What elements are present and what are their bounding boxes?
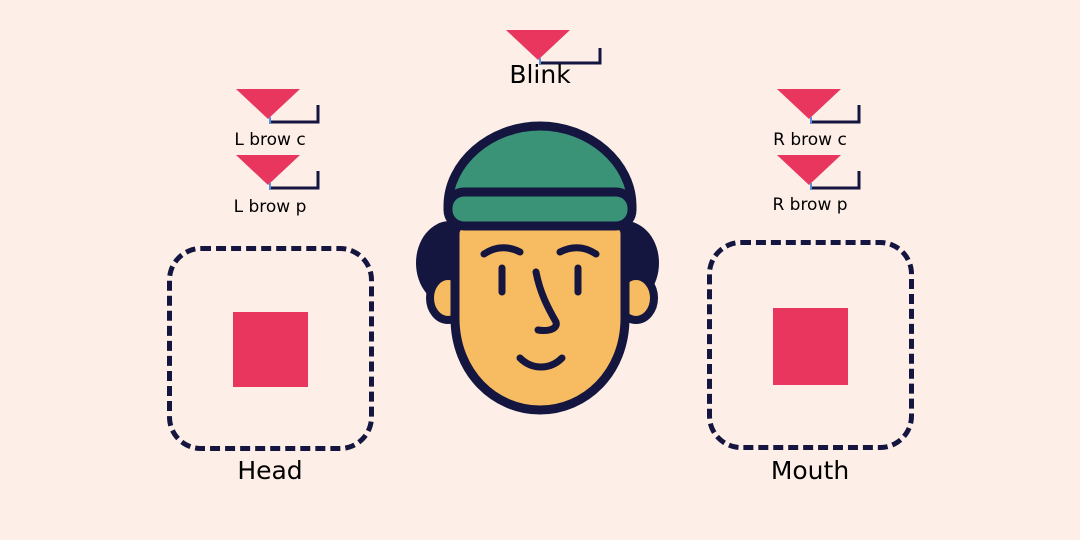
head-zone[interactable] [167, 246, 374, 451]
mouth-handle[interactable] [773, 308, 848, 385]
r-brow-c-label: R brow c [773, 130, 847, 150]
r-brow-p-label: R brow p [772, 195, 848, 215]
l-brow-c-label: L brow c [234, 130, 306, 150]
face-icon [416, 121, 659, 415]
mouth-label: Mouth [770, 456, 850, 485]
r-brow-c-marker[interactable] [777, 89, 861, 125]
head-handle[interactable] [233, 312, 308, 387]
blink-label: Blink [509, 60, 571, 89]
head-label: Head [237, 456, 303, 485]
r-brow-p-marker[interactable] [777, 155, 861, 191]
mouth-zone[interactable] [707, 240, 914, 450]
blink-marker[interactable] [506, 30, 602, 66]
l-brow-c-marker[interactable] [236, 89, 320, 125]
l-brow-p-marker[interactable] [236, 155, 320, 191]
l-brow-p-label: L brow p [233, 197, 307, 217]
